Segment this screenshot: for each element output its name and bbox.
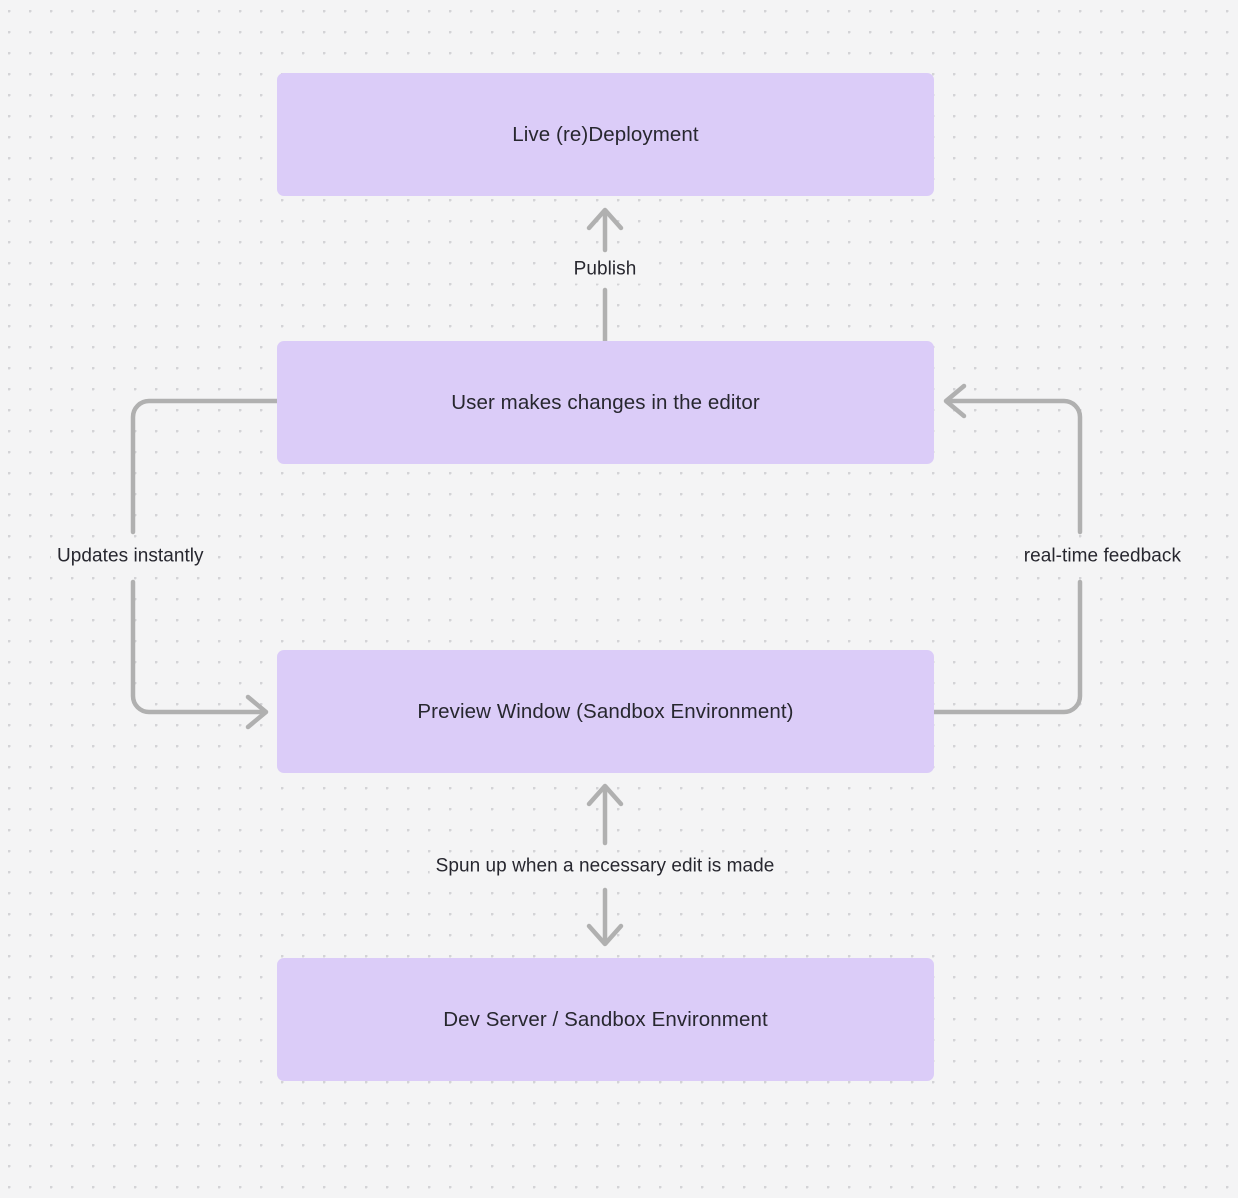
node-label: User makes changes in the editor	[451, 390, 760, 414]
node-live-redeployment[interactable]: Live (re)Deployment	[277, 73, 934, 196]
node-user-makes-changes[interactable]: User makes changes in the editor	[277, 341, 934, 464]
edge-label-spun-up: Spun up when a necessary edit is made	[429, 853, 781, 881]
edge-label-real-time-feedback: real-time feedback	[1017, 543, 1187, 571]
node-preview-window[interactable]: Preview Window (Sandbox Environment)	[277, 650, 934, 773]
edge-label-updates-instantly: Updates instantly	[51, 543, 210, 571]
node-dev-server[interactable]: Dev Server / Sandbox Environment	[277, 958, 934, 1081]
edge-label-publish: Publish	[567, 256, 643, 284]
node-label: Dev Server / Sandbox Environment	[443, 1007, 768, 1031]
node-label: Preview Window (Sandbox Environment)	[417, 699, 794, 723]
node-label: Live (re)Deployment	[512, 122, 699, 146]
